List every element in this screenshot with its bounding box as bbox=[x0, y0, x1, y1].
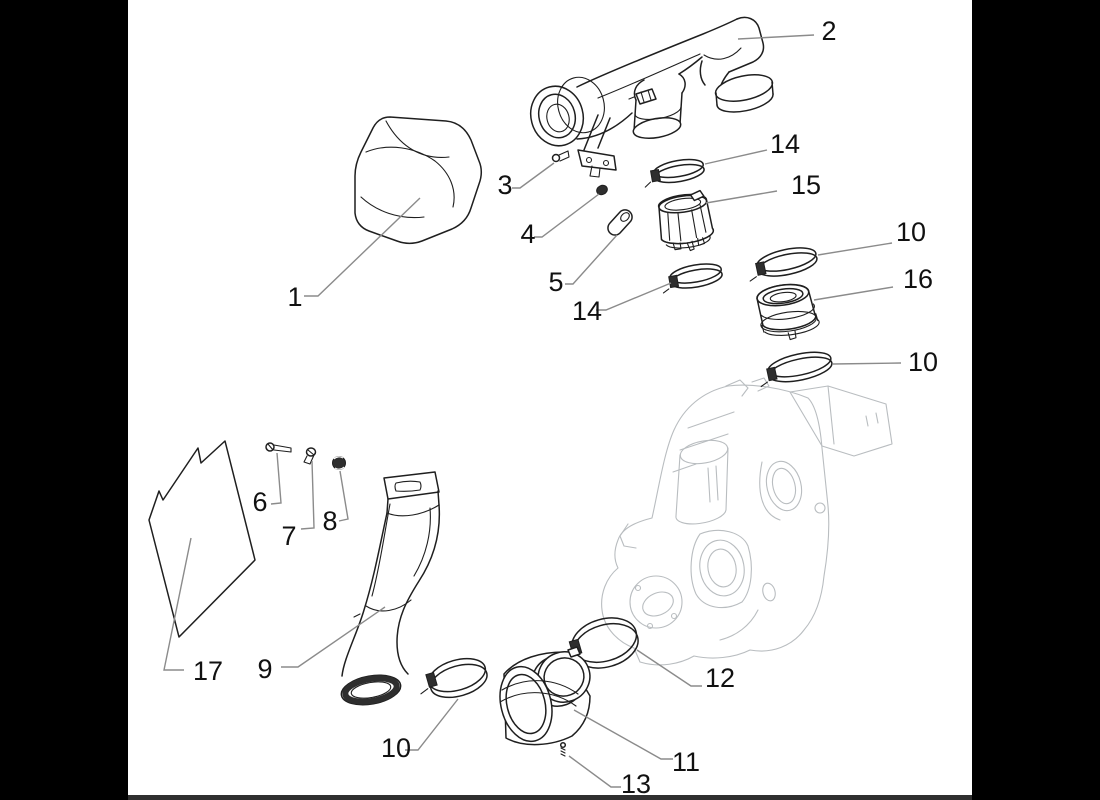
engine-crankcase-ghost bbox=[601, 377, 893, 666]
callout-label-14a: 14 bbox=[770, 129, 800, 159]
callout-label-13: 13 bbox=[621, 769, 651, 799]
callout-label-7: 7 bbox=[281, 521, 296, 551]
part-17-gasket-sheet bbox=[148, 440, 256, 638]
part-4-nut bbox=[596, 184, 608, 196]
callout-label-9: 9 bbox=[257, 654, 272, 684]
callout-label-11: 11 bbox=[672, 747, 700, 777]
part-10b-hose-clamp bbox=[760, 351, 833, 388]
callout-label-14b: 14 bbox=[572, 296, 602, 326]
part-16-rubber-sleeve bbox=[756, 283, 820, 341]
part-14a-hose-clamp bbox=[644, 158, 705, 188]
callout-label-10b: 10 bbox=[908, 347, 938, 377]
part-10c-hose-clamp bbox=[420, 657, 488, 699]
callout-label-8: 8 bbox=[322, 506, 337, 536]
part-13-screw bbox=[559, 741, 567, 757]
exploded-parts-diagram: 1 2 3 4 5 6 7 8 9 10 10 10 11 12 13 14 1… bbox=[148, 16, 938, 799]
leader-lines bbox=[163, 34, 902, 788]
callout-label-1: 1 bbox=[287, 282, 302, 312]
part-6-screw bbox=[265, 442, 292, 453]
part-11-elbow-boot bbox=[499, 646, 591, 746]
part-2-intake-manifold bbox=[529, 16, 774, 178]
part-9-intake-duct bbox=[340, 471, 441, 706]
part-15-filter-element bbox=[657, 189, 715, 252]
part-7-rivet bbox=[303, 447, 317, 465]
part-10a-hose-clamp bbox=[749, 247, 818, 282]
callout-label-6: 6 bbox=[252, 487, 267, 517]
callout-label-2: 2 bbox=[821, 16, 836, 46]
callout-labels: 1 2 3 4 5 6 7 8 9 10 10 10 11 12 13 14 1… bbox=[193, 16, 938, 799]
diagram-page: 1 2 3 4 5 6 7 8 9 10 10 10 11 12 13 14 1… bbox=[128, 0, 972, 800]
part-14b-hose-clamp bbox=[662, 263, 723, 294]
part-5-spacer bbox=[607, 209, 633, 236]
callout-label-3: 3 bbox=[497, 170, 512, 200]
part-8-nut bbox=[332, 456, 346, 470]
callout-label-10a: 10 bbox=[896, 217, 926, 247]
callout-label-15: 15 bbox=[791, 170, 821, 200]
part-3-screw bbox=[551, 150, 570, 163]
bottom-strip bbox=[128, 795, 972, 800]
callout-label-12: 12 bbox=[705, 663, 735, 693]
callout-label-4: 4 bbox=[520, 219, 535, 249]
callout-label-17: 17 bbox=[193, 656, 223, 686]
callout-label-16: 16 bbox=[903, 264, 933, 294]
callout-label-10c: 10 bbox=[381, 733, 411, 763]
part-1-airbox-cover bbox=[354, 116, 482, 244]
callout-label-5: 5 bbox=[548, 267, 563, 297]
